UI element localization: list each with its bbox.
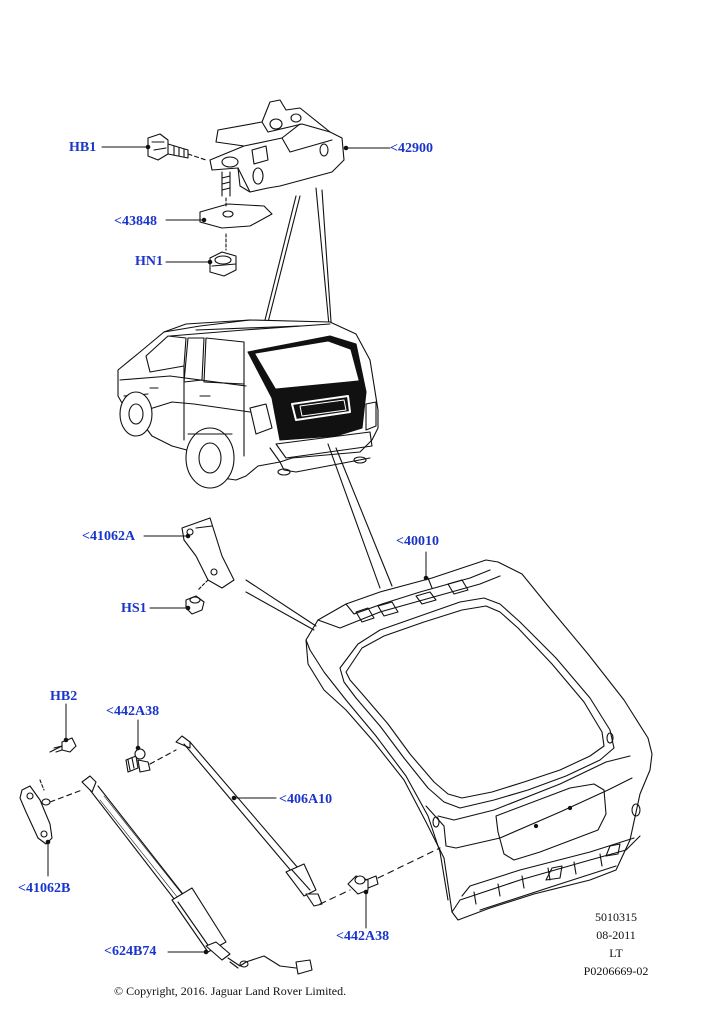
callout-42900[interactable]: <42900	[390, 141, 433, 156]
callout-442a38-top[interactable]: <442A38	[106, 704, 160, 719]
screw-hs1	[185, 595, 205, 615]
callout-40010[interactable]: <40010	[396, 534, 439, 549]
hinge-nut-hn1	[209, 233, 237, 277]
callout-leaders	[45, 144, 429, 955]
callout-43848[interactable]: <43848	[114, 214, 157, 229]
vehicle-to-tailgate-leader	[327, 443, 393, 589]
callout-hs1[interactable]: HS1	[121, 601, 147, 616]
callout-hn1[interactable]: HN1	[135, 254, 163, 269]
callout-hb1[interactable]: HB1	[69, 140, 97, 155]
diagram-number: 5010315	[595, 910, 637, 924]
callout-442a38-bottom[interactable]: <442A38	[336, 929, 390, 944]
callout-hb2[interactable]: HB2	[50, 689, 78, 704]
tailgate-highlight	[247, 335, 367, 441]
hinge-gasket	[199, 197, 273, 229]
diagram-date: 08-2011	[596, 928, 636, 942]
bolt-hb2	[39, 737, 77, 791]
callout-41062b[interactable]: <41062B	[18, 881, 71, 896]
gas-strut-406a10	[175, 735, 351, 907]
ball-stud-top	[125, 748, 177, 773]
bracket-41062a	[181, 517, 235, 591]
power-strut-624b74	[81, 775, 313, 975]
callout-41062a[interactable]: <41062A	[82, 529, 136, 544]
bracket-41062b	[19, 785, 83, 845]
tailgate-panel	[305, 559, 653, 921]
tailgate-hinge	[209, 99, 345, 197]
ball-stud-bottom	[347, 847, 441, 895]
callout-624b74[interactable]: <624B74	[104, 944, 157, 959]
callout-406a10[interactable]: <406A10	[279, 792, 333, 807]
bolt-hb1	[147, 133, 207, 161]
hinge-to-vehicle-leader	[257, 187, 333, 349]
copyright-notice: © Copyright, 2016. Jaguar Land Rover Lim…	[114, 984, 347, 998]
bracket-to-tailgate-leader	[245, 579, 317, 631]
diagram-code: LT	[609, 946, 623, 960]
illustration-id: P0206669-02	[583, 964, 649, 978]
